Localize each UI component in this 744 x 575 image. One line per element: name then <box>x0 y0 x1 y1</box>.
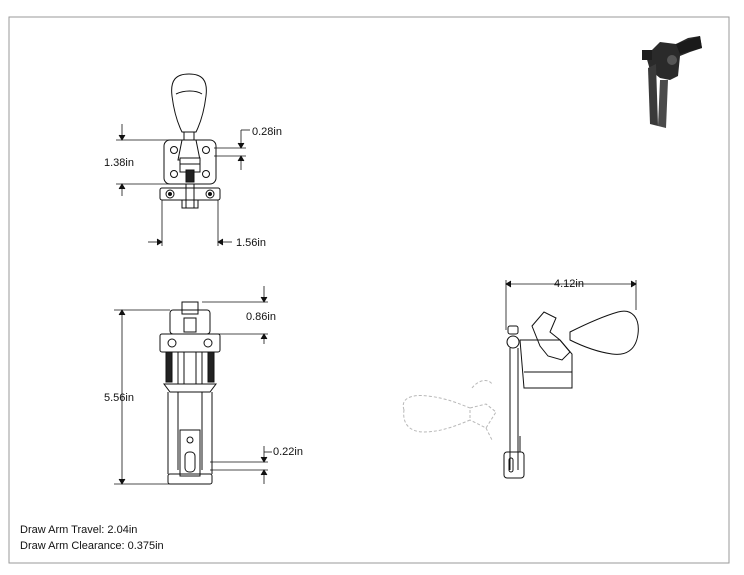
sheet-border <box>8 16 730 564</box>
front-view-dimensions <box>114 286 272 485</box>
handle-knob <box>171 73 207 133</box>
cross-bar <box>159 333 221 353</box>
top-view-dimensions <box>116 124 250 246</box>
top-view <box>159 73 221 209</box>
dimension-label-4.12in: 4.12in <box>554 278 584 290</box>
dimension-label-0.28in: 0.28in <box>252 126 282 138</box>
dimension-label-1.38in: 1.38in <box>104 157 134 169</box>
side-handle <box>569 310 639 355</box>
note-draw-arm-travel: Draw Arm Travel: 2.04in <box>20 524 138 536</box>
dimension-label-1.56in: 1.56in <box>236 237 266 249</box>
dimension-label-5.56in: 5.56in <box>104 392 134 404</box>
dimension-label-0.22in: 0.22in <box>273 446 303 458</box>
side-view <box>503 310 639 479</box>
base-plate <box>163 139 217 185</box>
dimension-label-0.86in: 0.86in <box>246 311 276 323</box>
isometric-preview <box>642 36 702 128</box>
note-draw-arm-clearance: Draw Arm Clearance: 0.375in <box>20 540 164 552</box>
front-view <box>159 301 221 485</box>
side-view-dimensions <box>505 280 637 330</box>
side-view-ghost <box>402 380 497 441</box>
